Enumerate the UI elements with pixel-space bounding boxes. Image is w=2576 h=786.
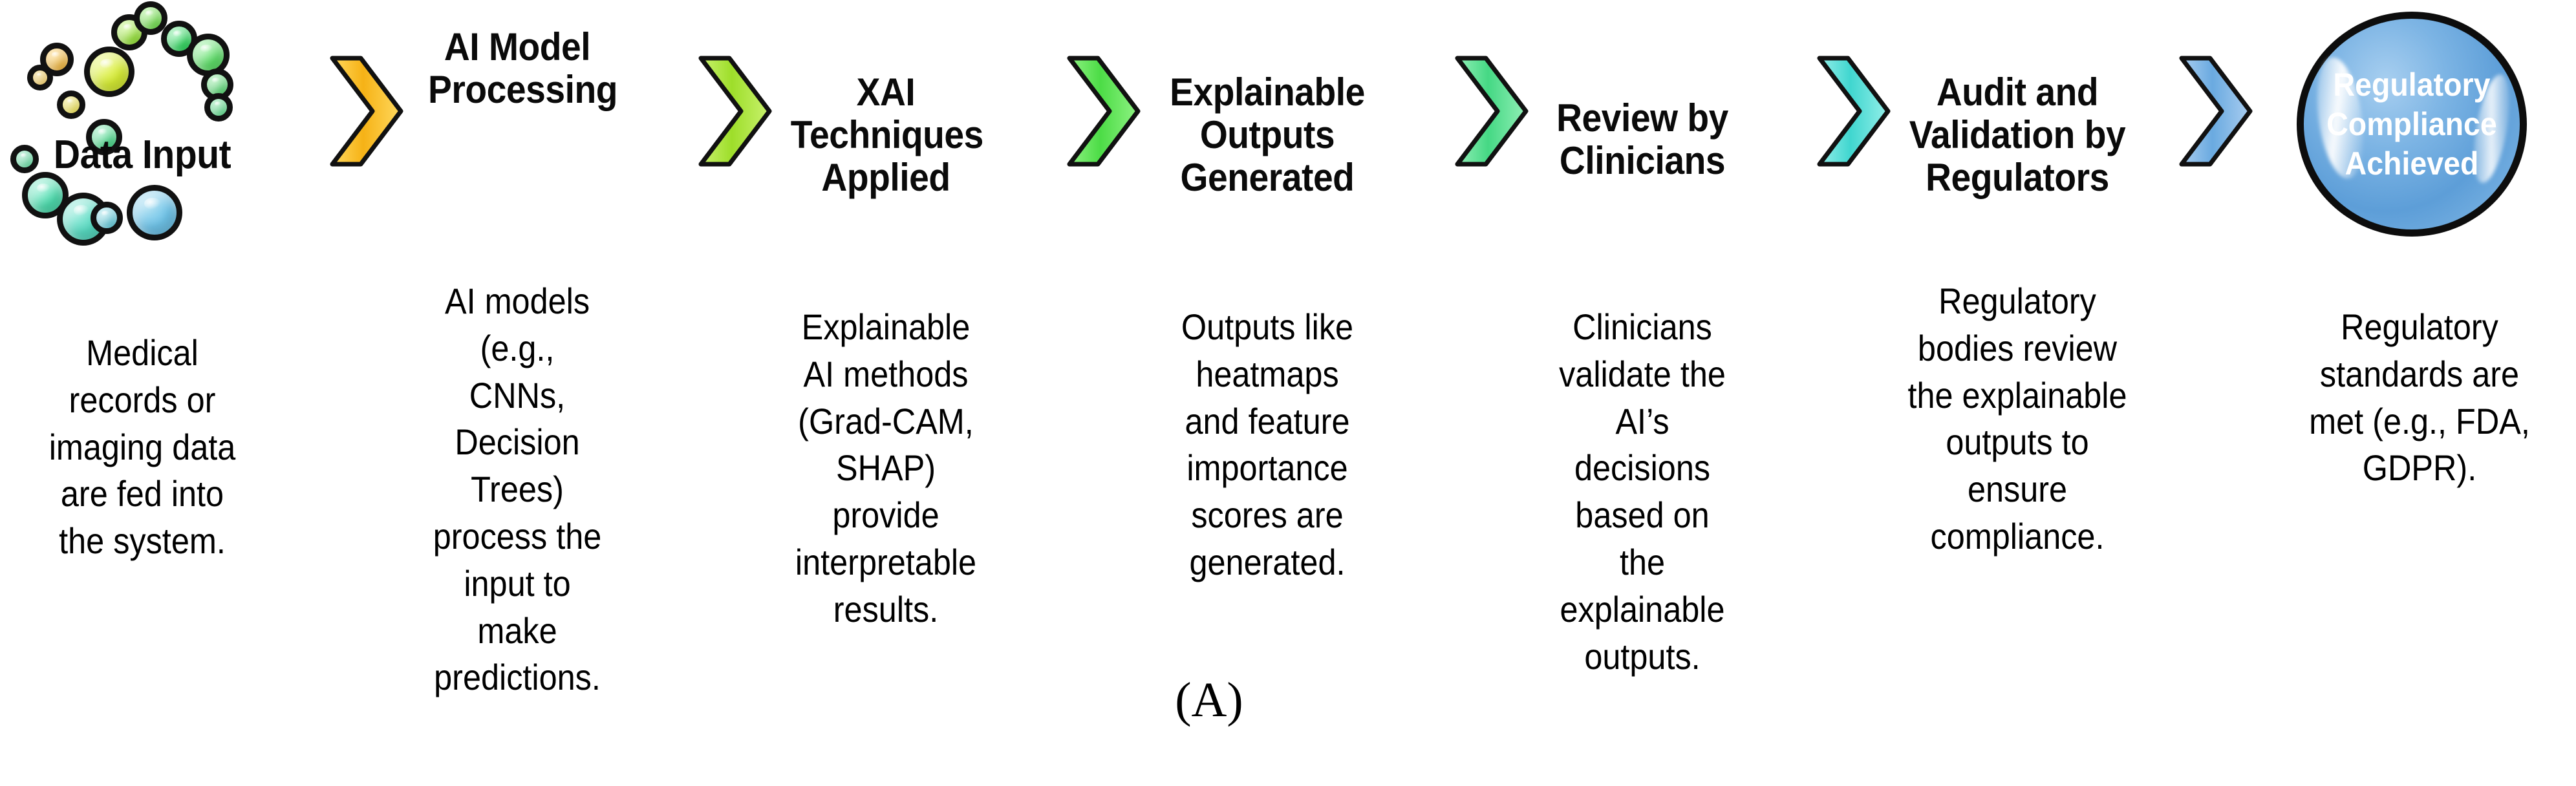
stage-title-explainable-outputs-generated: Explainable Outputs Generated — [1170, 70, 1365, 199]
connector-chevron-6-icon — [2178, 56, 2254, 167]
connector-chevron-5-icon — [1816, 56, 1892, 167]
data-bubble — [134, 1, 167, 35]
stage-description-regulatory-compliance-achieved: Regulatory standards are met (e.g., FDA,… — [2309, 306, 2530, 489]
data-input-bubble-ring-graphic — [0, 0, 336, 271]
stage-title-audit-and-validation-by-regulators: Audit and Validation by Regulators — [1909, 70, 2126, 199]
data-bubble — [86, 119, 122, 155]
stage-description-data-input: Medical records or imaging data are fed … — [48, 332, 236, 562]
data-bubble — [204, 93, 233, 122]
regulatory-compliance-achieved-sphere: Regulatory Compliance Achieved — [2297, 12, 2527, 237]
stage-description-audit-and-validation-by-regulators: Regulatory bodies review the explainable… — [1907, 281, 2127, 557]
data-bubble — [22, 172, 69, 218]
connector-chevron-3-icon — [1066, 56, 1142, 167]
connector-chevron-4-icon — [1454, 56, 1530, 167]
stage-description-xai-techniques-applied: Explainable AI methods (Grad-CAM, SHAP) … — [795, 306, 977, 630]
connector-chevron-1-icon — [328, 56, 405, 167]
connector-chevron-2-icon — [697, 56, 773, 167]
data-bubble — [127, 185, 182, 240]
data-bubble — [40, 43, 74, 76]
stage-title-data-input: Data Input — [53, 133, 231, 177]
stage-description-ai-model-processing: AI models (e.g., CNNs, Decision Trees) p… — [433, 281, 602, 698]
sphere-label: Regulatory Compliance Achieved — [2326, 66, 2497, 182]
stage-description-review-by-clinicians: Clinicians validate the AI’s decisions b… — [1559, 306, 1726, 677]
figure-caption: (A) — [1175, 673, 1243, 727]
data-bubble — [57, 90, 85, 119]
data-bubble — [84, 47, 134, 97]
data-bubble — [10, 145, 39, 173]
stage-title-xai-techniques-applied: XAI Techniques Applied — [790, 70, 983, 199]
data-bubble — [91, 202, 123, 234]
stage-title-ai-model-processing: AI Model Processing — [428, 25, 617, 111]
stage-description-explainable-outputs-generated: Outputs like heatmaps and feature import… — [1181, 306, 1354, 582]
stage-title-review-by-clinicians: Review by Clinicians — [1556, 96, 1728, 182]
